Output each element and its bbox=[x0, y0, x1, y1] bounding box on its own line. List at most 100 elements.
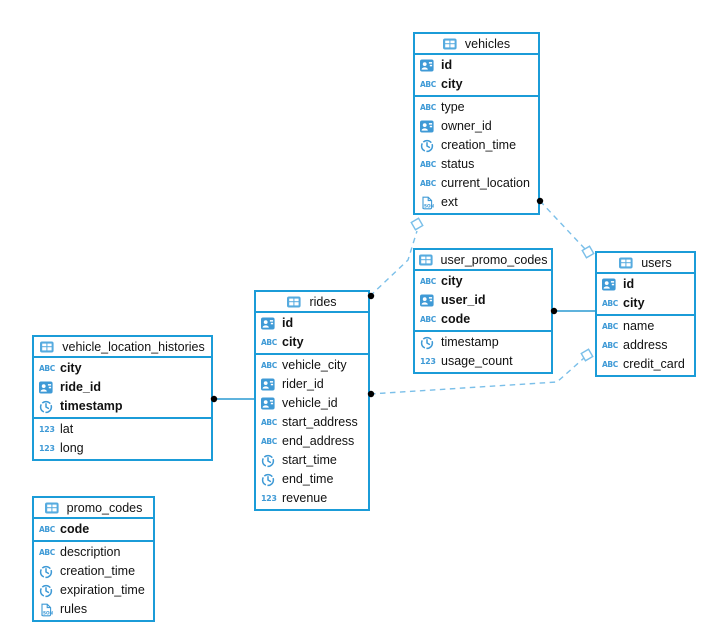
column-name: city bbox=[441, 274, 463, 289]
table-header-users[interactable]: users bbox=[597, 253, 694, 274]
number-icon: 123 bbox=[39, 444, 55, 453]
column-row-end_time[interactable]: end_time bbox=[256, 470, 368, 489]
table-title: promo_codes bbox=[66, 500, 143, 515]
column-name: ride_id bbox=[60, 380, 101, 395]
column-row-rider_id[interactable]: rider_id bbox=[256, 375, 368, 394]
time-icon bbox=[420, 139, 437, 153]
column-row-timestamp[interactable]: timestamp bbox=[34, 397, 211, 416]
text-icon: ABC bbox=[39, 548, 55, 557]
table-header-promo_codes[interactable]: promo_codes bbox=[34, 498, 153, 519]
column-row-city[interactable]: ABC city bbox=[415, 272, 551, 291]
json-icon: JSON bbox=[39, 603, 56, 617]
table-icon bbox=[40, 341, 57, 353]
column-name: city bbox=[60, 361, 82, 376]
table-header-user_promo_codes[interactable]: user_promo_codes bbox=[415, 250, 551, 271]
column-name: id bbox=[441, 58, 453, 73]
column-name: owner_id bbox=[441, 119, 492, 134]
column-row-id[interactable]: id bbox=[597, 275, 694, 294]
column-row-user_id[interactable]: user_id bbox=[415, 291, 551, 310]
table-header-vehicle_location_histories[interactable]: vehicle_location_histories bbox=[34, 337, 211, 358]
column-name: code bbox=[441, 312, 471, 327]
column-name: city bbox=[623, 296, 645, 311]
column-name: creation_time bbox=[441, 138, 517, 153]
column-name: status bbox=[441, 157, 475, 172]
table-header-vehicles[interactable]: vehicles bbox=[415, 34, 538, 55]
column-row-owner_id[interactable]: owner_id bbox=[415, 117, 538, 136]
column-row-creation_time[interactable]: creation_time bbox=[34, 562, 153, 581]
column-row-city[interactable]: ABC city bbox=[597, 294, 694, 313]
column-row-creation_time[interactable]: creation_time bbox=[415, 136, 538, 155]
text-icon: ABC bbox=[420, 277, 436, 286]
text-icon: ABC bbox=[602, 360, 618, 369]
column-row-credit_card[interactable]: ABC credit_card bbox=[597, 355, 694, 374]
text-icon: ABC bbox=[420, 315, 436, 324]
time-icon bbox=[261, 454, 278, 468]
column-row-id[interactable]: id bbox=[256, 314, 368, 333]
column-name: id bbox=[282, 316, 294, 331]
column-name: timestamp bbox=[441, 335, 499, 350]
id-icon bbox=[261, 397, 278, 410]
id-icon bbox=[39, 381, 56, 394]
table-icon bbox=[619, 257, 636, 269]
column-row-timestamp[interactable]: timestamp bbox=[415, 333, 551, 352]
id-icon bbox=[261, 317, 278, 330]
table-icon bbox=[442, 38, 460, 50]
table-icon bbox=[418, 254, 436, 266]
id-icon bbox=[420, 59, 437, 72]
text-icon: ABC bbox=[261, 437, 277, 446]
column-row-vehicle_id[interactable]: vehicle_id bbox=[256, 394, 368, 413]
id-icon bbox=[602, 278, 619, 291]
column-name: creation_time bbox=[60, 564, 136, 579]
svg-text:JSON: JSON bbox=[40, 610, 53, 615]
text-icon: ABC bbox=[602, 299, 618, 308]
column-row-long[interactable]: 123 long bbox=[34, 439, 211, 458]
column-name: end_time bbox=[282, 472, 334, 487]
column-row-expiration_time[interactable]: expiration_time bbox=[34, 581, 153, 600]
column-row-start_time[interactable]: start_time bbox=[256, 451, 368, 470]
column-row-ride_id[interactable]: ride_id bbox=[34, 378, 211, 397]
table-header-rides[interactable]: rides bbox=[256, 292, 368, 313]
column-name: long bbox=[60, 441, 84, 456]
time-icon bbox=[39, 565, 56, 579]
column-name: address bbox=[623, 338, 668, 353]
time-icon bbox=[261, 473, 278, 487]
column-row-id[interactable]: id bbox=[415, 56, 538, 75]
column-name: id bbox=[623, 277, 635, 292]
column-name: credit_card bbox=[623, 357, 685, 372]
column-row-code[interactable]: ABC code bbox=[415, 310, 551, 329]
column-name: timestamp bbox=[60, 399, 123, 414]
table-title: users bbox=[641, 255, 672, 270]
text-icon: ABC bbox=[420, 179, 436, 188]
